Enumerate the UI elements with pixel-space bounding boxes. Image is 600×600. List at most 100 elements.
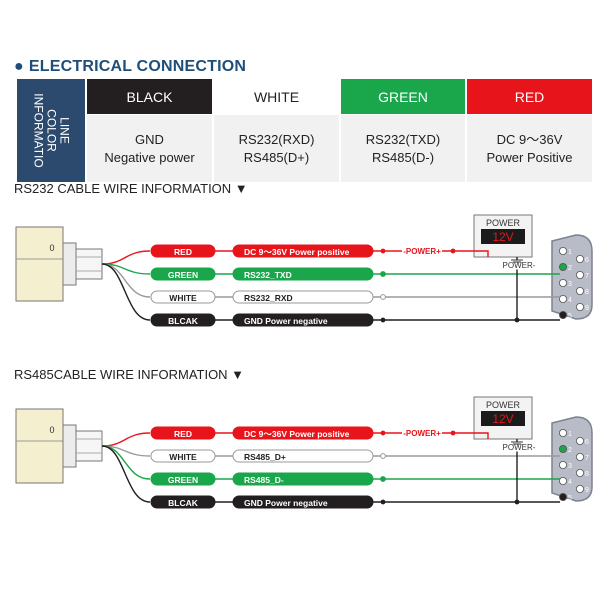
connector-pin xyxy=(559,476,568,485)
wire-color-tag xyxy=(150,472,216,486)
header-black: BLACK xyxy=(87,79,212,114)
function-black: GND Negative power xyxy=(87,115,212,182)
connector-pin xyxy=(559,492,568,501)
power-display xyxy=(481,411,525,426)
wire-dot xyxy=(380,476,386,482)
cable-gland-nut xyxy=(75,430,103,462)
section-title: ●ELECTRICAL CONNECTION xyxy=(14,58,246,76)
wire-color-tag xyxy=(150,290,216,304)
function-line1: RS232(TXD) xyxy=(365,131,441,147)
header-red: RED xyxy=(467,79,592,114)
signal-tag xyxy=(232,267,374,281)
signal-label: GND Power negative xyxy=(244,498,328,508)
db9-connector-icon xyxy=(551,416,593,502)
connector-pin-label: 4 xyxy=(568,297,572,304)
wire-dot xyxy=(514,317,520,323)
function-white: RS232(RXD) RS485(D+) xyxy=(214,115,339,182)
wire-dot xyxy=(450,430,456,436)
power-supply-box xyxy=(473,214,533,258)
signal-label: RS232_TXD xyxy=(244,270,292,280)
signal-label: RS232_RXD xyxy=(244,293,293,303)
connector-pin-label: 8 xyxy=(585,471,589,478)
header-white: WHITE xyxy=(214,79,339,114)
function-line2: RS485(D+) xyxy=(243,149,310,165)
section-title-text: ELECTRICAL CONNECTION xyxy=(28,58,247,75)
wire-dot xyxy=(380,430,386,436)
signal-label: RS485_D+ xyxy=(244,452,286,462)
wire-fanout xyxy=(101,250,151,265)
power-minus-label: POWER- xyxy=(503,261,536,270)
function-line1: GND xyxy=(135,131,164,147)
connector-pin xyxy=(576,484,585,493)
connector-pin-label: 6 xyxy=(585,257,589,264)
connector-pin xyxy=(559,460,568,469)
sensor-body xyxy=(15,226,64,302)
power-supply-title: POWER xyxy=(486,400,521,410)
wire-dot xyxy=(380,248,386,254)
signal-tag xyxy=(232,290,374,304)
connector-pin-label: 8 xyxy=(585,289,589,296)
rs485-title: RS485CABLE WIRE INFORMATION ▼ xyxy=(14,367,245,382)
wire-fanout xyxy=(101,445,151,457)
power-voltage: 12V xyxy=(492,412,513,426)
wire-dot xyxy=(380,499,386,505)
connection-table: LINE COLOR INFORMATIO BLACK GND Negative p… xyxy=(17,79,592,182)
wire-color-label: BLCAK xyxy=(168,498,199,508)
connector-pin-label: 1 xyxy=(568,431,572,438)
power-display xyxy=(481,229,525,244)
wire-dot xyxy=(514,499,520,505)
wire-fanout xyxy=(101,445,151,480)
signal-label: DC 9～36V Power positive xyxy=(244,429,350,439)
signal-tag xyxy=(232,313,374,327)
function-line1: RS232(RXD) xyxy=(238,131,315,147)
power-plus-label: -POWER+ xyxy=(403,247,441,256)
wire-dot xyxy=(380,317,386,323)
connector-pin-label: 7 xyxy=(585,273,589,280)
wire-fanout xyxy=(101,445,151,503)
signal-tag xyxy=(232,244,374,258)
connector-pin xyxy=(576,436,585,445)
power-supply-title: POWER xyxy=(486,218,521,228)
connector-pin xyxy=(559,444,568,453)
rs232-title: RS232 CABLE WIRE INFORMATION ▼ xyxy=(14,181,248,196)
signal-tag xyxy=(232,426,374,440)
header-green: GREEN xyxy=(341,79,465,114)
wire-fanout xyxy=(101,263,151,298)
wire-color-tag xyxy=(150,267,216,281)
function-line2: Negative power xyxy=(104,149,195,165)
wire-color-label: RED xyxy=(174,247,192,257)
wire-power-line xyxy=(460,432,489,439)
wire-color-label: GREEN xyxy=(168,475,198,485)
wire-fanout xyxy=(101,432,151,447)
sensor-label: 0 xyxy=(49,243,54,253)
connector-pin-label: 5 xyxy=(568,313,572,320)
connector-pin xyxy=(559,246,568,255)
wire-color-tag xyxy=(150,449,216,463)
function-green: RS232(TXD) RS485(D-) xyxy=(341,115,465,182)
connector-pin xyxy=(576,452,585,461)
wire-color-label: WHITE xyxy=(169,293,197,303)
connector-pin xyxy=(576,302,585,311)
sensor-label: 0 xyxy=(49,425,54,435)
connector-pin-label: 9 xyxy=(585,487,589,494)
signal-label: GND Power negative xyxy=(244,316,328,326)
line-color-header: LINE COLOR INFORMATIO xyxy=(17,79,85,182)
wire-dot xyxy=(380,453,386,459)
wire-fanout xyxy=(101,263,151,321)
wire-color-label: GREEN xyxy=(168,270,198,280)
signal-tag xyxy=(232,472,374,486)
connector-pin-label: 5 xyxy=(568,495,572,502)
wire-dot xyxy=(380,271,386,277)
wire-color-tag xyxy=(150,495,216,509)
wire-dot xyxy=(380,294,386,300)
wire-color-tag xyxy=(150,313,216,327)
power-supply-box xyxy=(473,396,533,440)
power-plus-label: -POWER+ xyxy=(403,429,441,438)
wire-color-label: WHITE xyxy=(169,452,197,462)
function-line2: RS485(D-) xyxy=(371,149,435,165)
wire-fanout xyxy=(101,263,151,275)
sensor-body xyxy=(15,408,64,484)
cable-gland xyxy=(62,242,77,286)
